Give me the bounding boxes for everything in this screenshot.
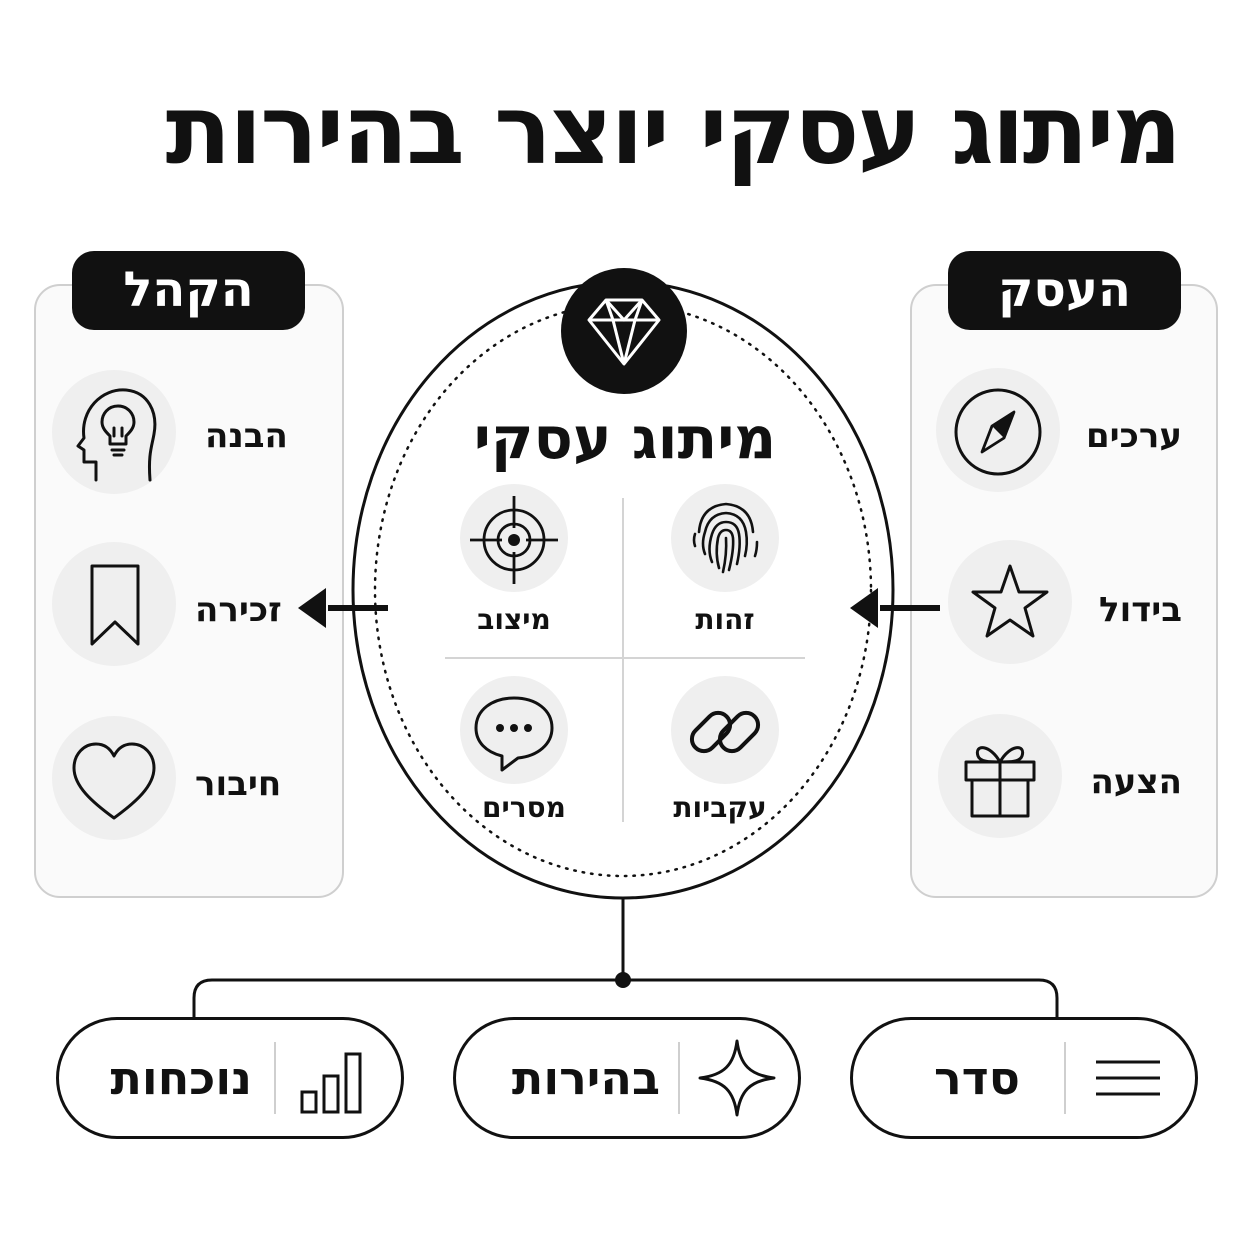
quadrant-positioning-icon-disc — [460, 484, 568, 592]
bookmark-icon — [90, 564, 140, 646]
outcome-pill-order-label: סדר — [933, 1051, 1020, 1105]
compass-icon — [954, 388, 1042, 476]
quadrant-positioning-label: מיצוב — [477, 603, 551, 636]
quadrant-identity-label: זהות — [695, 603, 755, 636]
outcome-pill-clarity — [453, 1017, 801, 1139]
outcome-pill-clarity-divider — [678, 1042, 680, 1114]
audience-item-connection-icon-disc — [52, 716, 176, 840]
quadrant-identity-icon-disc — [671, 484, 779, 592]
bar-chart-icon — [300, 1052, 362, 1114]
outcome-pill-presence-label: נוכחות — [110, 1051, 252, 1105]
fingerprint-icon — [692, 502, 759, 574]
business-item-offer-label: הצעה — [1090, 762, 1182, 802]
audience-item-understanding-icon-disc — [52, 370, 176, 494]
outcome-pill-order-divider — [1064, 1042, 1066, 1114]
head-lightbulb-icon — [76, 388, 157, 482]
gift-icon — [964, 746, 1036, 818]
link-icon — [689, 710, 761, 754]
business-item-differentiation-label: בידול — [1099, 590, 1182, 630]
arrow-business-to-center — [850, 588, 940, 628]
diamond-badge — [561, 268, 687, 394]
business-item-offer-icon-disc — [938, 714, 1062, 838]
star-icon — [971, 564, 1049, 638]
business-item-values-icon-disc — [936, 368, 1060, 492]
center-title: מיתוג עסקי — [473, 404, 777, 472]
audience-item-connection-label: חיבור — [195, 764, 282, 804]
audience-panel-title: הקהל — [72, 251, 305, 330]
quadrant-consistency-label: עקביות — [673, 791, 767, 824]
audience-item-understanding-label: הבנה — [205, 416, 288, 456]
chat-bubble-icon — [474, 696, 554, 772]
quadrant-messages-label: מסרים — [482, 791, 566, 824]
business-panel-title: העסק — [948, 251, 1181, 330]
quadrant-consistency-icon-disc — [671, 676, 779, 784]
outcome-pill-clarity-label: בהירות — [511, 1051, 660, 1105]
business-item-differentiation-icon-disc — [948, 540, 1072, 664]
menu-lines-icon — [1096, 1060, 1160, 1096]
page-title: מיתוג עסקי יוצר בהירות — [165, 74, 1182, 186]
heart-icon — [72, 742, 156, 820]
audience-item-recall-label: זכירה — [195, 590, 282, 630]
target-icon — [470, 496, 558, 584]
business-item-values-label: ערכים — [1085, 416, 1182, 456]
diamond-icon — [587, 298, 661, 366]
outcome-tree-node — [615, 972, 631, 988]
arrow-center-to-audience — [298, 588, 388, 628]
outcome-tree — [192, 898, 1059, 1017]
audience-item-recall-icon-disc — [52, 542, 176, 666]
outcome-pill-presence-divider — [274, 1042, 276, 1114]
quadrant-messages-icon-disc — [460, 676, 568, 784]
sparkle-icon — [698, 1039, 776, 1117]
